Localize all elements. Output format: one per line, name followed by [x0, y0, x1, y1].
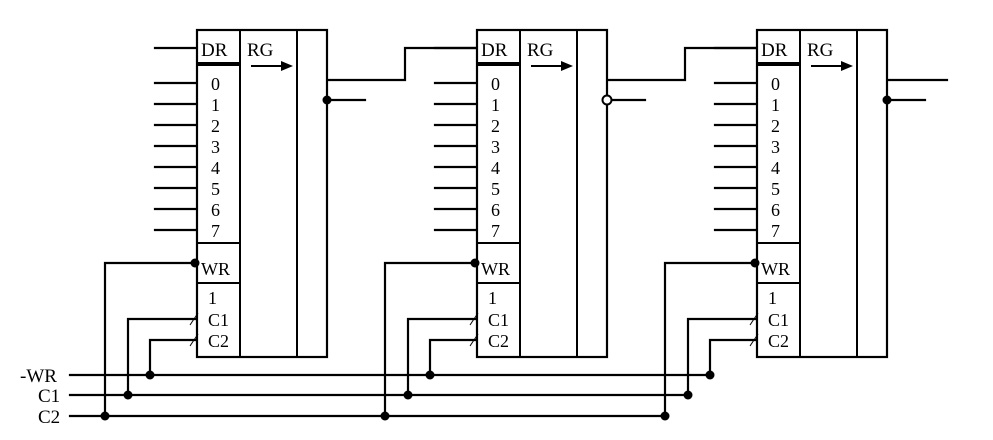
shift-arrow-icon: [531, 61, 573, 71]
wr-input-bubble: [470, 258, 480, 268]
data-pin-label: 1: [211, 95, 220, 115]
bus-label-0: -WR: [20, 366, 57, 387]
shift-arrow-icon: [251, 61, 293, 71]
clock-edge-mark: [469, 333, 479, 347]
junction-dot: [660, 411, 670, 421]
wr-feed-line: [663, 261, 755, 418]
chain-wire-2: [605, 46, 759, 82]
write-pin-label: WR: [201, 259, 230, 279]
chain-wire-1: [325, 46, 479, 82]
wiring-layer: [68, 46, 949, 421]
wr-feed-line: [103, 261, 195, 418]
wr-input-bubble: [190, 258, 200, 268]
data-pin-label: 5: [211, 179, 220, 199]
data-pin-label: 4: [211, 158, 220, 178]
chip-label-rg: RG: [247, 40, 274, 61]
bus-label-1: C1: [38, 386, 60, 407]
data-pin-label: 7: [491, 221, 500, 241]
control-pin-label: 1: [488, 288, 497, 308]
data-pin-label: 2: [491, 116, 500, 136]
clock-edge-mark: [469, 312, 479, 326]
control-pin-label: C2: [768, 331, 789, 351]
clock-edge-mark: [749, 312, 759, 326]
data-pin-label: 1: [491, 95, 500, 115]
data-pin-label: 3: [491, 137, 500, 157]
control-pin-label: 1: [208, 288, 217, 308]
junction-dot: [425, 370, 435, 380]
control-pin-label: C1: [488, 310, 509, 330]
chip-label-rg: RG: [807, 40, 834, 61]
chip-label-dr: DR: [201, 40, 228, 61]
junction-dot: [683, 390, 693, 400]
junction-dot: [145, 370, 155, 380]
junction-dot: [123, 390, 133, 400]
junction-dot: [705, 370, 715, 380]
c1-feed-line: [406, 317, 479, 397]
control-pin-label: C1: [768, 310, 789, 330]
data-pin-label: 3: [211, 137, 220, 157]
c2-feed-line: [428, 338, 479, 377]
data-pin-label: 5: [491, 179, 500, 199]
control-pin-label: C2: [488, 331, 509, 351]
junction-dot: [403, 390, 413, 400]
control-pin-label: C1: [208, 310, 229, 330]
bus-label-2: C2: [38, 407, 60, 428]
output-dot: [882, 95, 892, 105]
data-pin-label: 0: [771, 74, 780, 94]
junction-dot: [100, 411, 110, 421]
chip-outline: [475, 28, 609, 359]
chip-outline: [755, 28, 889, 359]
junction-dot: [380, 411, 390, 421]
shift-arrow-icon: [811, 61, 853, 71]
clock-edge-mark: [189, 312, 199, 326]
data-pin-label: 3: [771, 137, 780, 157]
output-dot: [322, 95, 332, 105]
data-pin-label: 7: [211, 221, 220, 241]
write-pin-label: WR: [761, 259, 790, 279]
control-pin-label: 1: [768, 288, 777, 308]
data-pin-label: 6: [491, 200, 500, 220]
control-pin-label: C2: [208, 331, 229, 351]
data-pin-label: 0: [211, 74, 220, 94]
c2-feed-line: [708, 338, 759, 377]
output-bubble: [601, 94, 613, 106]
data-pin-label: 7: [771, 221, 780, 241]
data-pin-label: 1: [771, 95, 780, 115]
clock-edge-mark: [749, 333, 759, 347]
chip-label-dr: DR: [481, 40, 508, 61]
data-pin-label: 4: [491, 158, 500, 178]
data-pin-label: 2: [771, 116, 780, 136]
data-pin-label: 2: [211, 116, 220, 136]
data-pin-label: 6: [771, 200, 780, 220]
chip-label-dr: DR: [761, 40, 788, 61]
data-pin-label: 0: [491, 74, 500, 94]
wr-input-bubble: [750, 258, 760, 268]
c2-feed-line: [148, 338, 199, 377]
data-pin-label: 4: [771, 158, 780, 178]
wr-feed-line: [383, 261, 475, 418]
chip-outline: [195, 28, 329, 359]
data-pin-label: 6: [211, 200, 220, 220]
c1-feed-line: [686, 317, 759, 397]
chip-label-rg: RG: [527, 40, 554, 61]
write-pin-label: WR: [481, 259, 510, 279]
data-pin-label: 5: [771, 179, 780, 199]
clock-edge-mark: [189, 333, 199, 347]
c1-feed-line: [126, 317, 199, 397]
